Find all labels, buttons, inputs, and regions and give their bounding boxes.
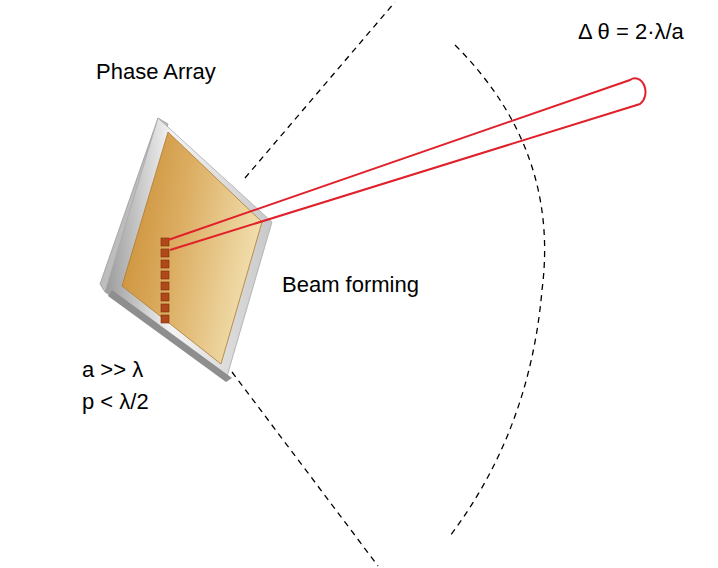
coverage-line	[232, 372, 378, 566]
beam-lobe	[168, 78, 645, 250]
antenna-element	[161, 260, 169, 268]
antenna-element	[161, 293, 169, 301]
beam-label: Beam forming	[282, 273, 419, 297]
antenna-element	[161, 271, 169, 279]
device-frame	[105, 118, 272, 380]
antenna-element	[161, 282, 169, 290]
antenna-elements	[161, 238, 169, 323]
array-face	[122, 132, 262, 364]
antenna-element	[161, 249, 169, 257]
array-title: Phase Array	[96, 60, 216, 84]
aperture-condition: a >> λ	[82, 358, 143, 382]
pitch-condition: p < λ/2	[82, 390, 149, 414]
antenna-element	[161, 315, 169, 323]
beamwidth-formula: Δ θ = 2·λ/a	[578, 20, 684, 44]
coverage-arc	[450, 45, 545, 536]
antenna-element	[161, 304, 169, 312]
coverage-line	[245, 2, 395, 178]
